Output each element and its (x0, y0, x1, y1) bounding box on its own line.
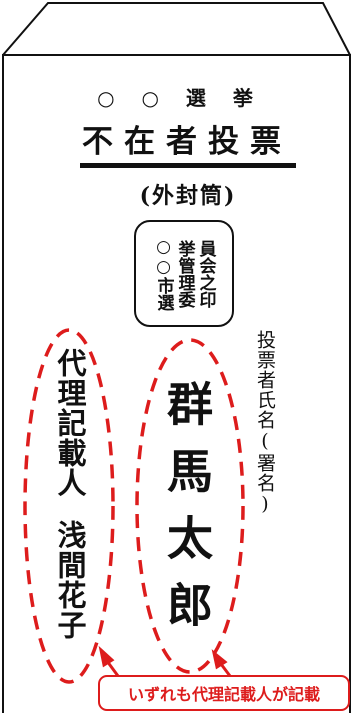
seal-line-1: ○○市選 (153, 236, 174, 311)
seal-line-2: 挙管理委 (174, 239, 195, 308)
election-name: ○ ○ 選 挙 (97, 86, 263, 110)
proxy-writer: 代理記載人 浅間花子 (48, 348, 92, 658)
callout-arrow-right (211, 649, 232, 677)
callout-note: いずれも代理記載人が記載 (98, 675, 350, 711)
proxy-highlight-ellipse (23, 328, 115, 684)
voter-highlight-ellipse (135, 338, 245, 674)
envelope-type-label: (外封筒) (139, 183, 237, 209)
proxy-writer-name: 浅間花子 (53, 520, 87, 640)
callout-arrow-left (98, 645, 120, 677)
envelope-flap (2, 2, 351, 56)
seal-line-3: 員会之印 (195, 239, 216, 308)
envelope-body (2, 54, 351, 713)
voter-name-label: 投票者氏名(署名) (254, 330, 276, 516)
voter-signature: 群馬太郎 (160, 380, 214, 648)
election-commission-seal: ○○市選 挙管理委 員会之印 (134, 220, 234, 327)
proxy-writer-label: 代理記載人 (53, 348, 87, 498)
title-underline (80, 163, 296, 168)
ballot-title: 不在者投票 (82, 124, 292, 160)
